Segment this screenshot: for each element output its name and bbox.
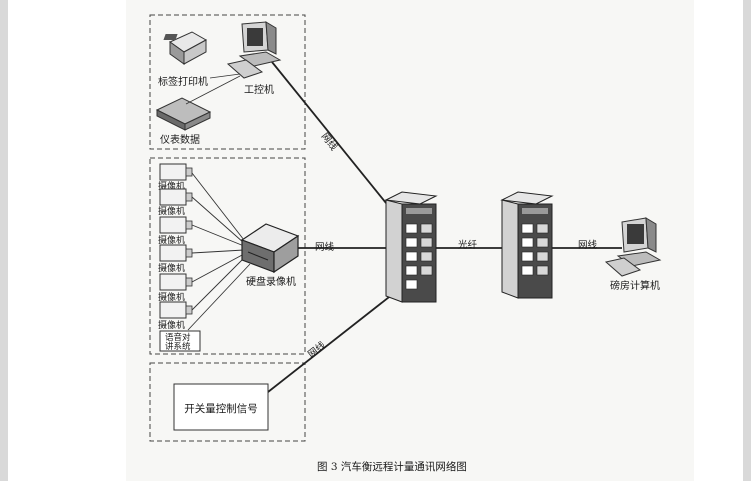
link-io-switch: [267, 289, 399, 393]
camera-icon: [159, 163, 193, 181]
weighroom-pc-label: 磅房计算机: [610, 279, 660, 292]
switch-signal-label: 开关量控制信号: [184, 402, 258, 415]
label-printer-icon: [163, 31, 208, 65]
camera-list: 摄像机 摄像机 摄像机 摄像机 摄像机 摄像机: [158, 163, 193, 331]
intercom-label-line2: 讲系统: [165, 341, 191, 352]
dvr-label: 硬盘录像机: [246, 275, 296, 288]
network-links: [267, 61, 622, 393]
link-label-dvr: 网线: [315, 241, 335, 253]
camera-icon: [159, 188, 193, 206]
link-label-weighroom: 网线: [578, 239, 598, 251]
ipc-label: 工控机: [244, 83, 274, 96]
label-printer-label: 标签打印机: [158, 75, 208, 88]
ethernet-switch-icon: [500, 191, 554, 299]
group-box-io: [149, 362, 306, 442]
camera-icon: [159, 301, 193, 319]
camera-label: 摄像机: [158, 234, 185, 246]
group-box-video: [149, 157, 306, 355]
camera-label: 摄像机: [158, 262, 185, 274]
instrument-data-icon: [155, 97, 212, 131]
camera-label: 摄像机: [158, 205, 185, 217]
camera-label: 摄像机: [158, 291, 185, 303]
weighroom-computer-icon: [604, 217, 662, 277]
intercom-box: [159, 330, 201, 352]
camera-label: 摄像机: [158, 319, 185, 331]
instrument-data-label: 仪表数据: [160, 133, 200, 146]
camera-links: [187, 172, 251, 331]
ethernet-switch-icon: [384, 191, 438, 303]
switch-signal-box: [173, 383, 269, 431]
link-label-fiber: 光纤: [458, 239, 478, 251]
link-ipc-switch: [271, 61, 387, 204]
camera-icon: [159, 273, 193, 291]
camera-icon: [159, 244, 193, 262]
intercom-label-line1: 语音对: [165, 332, 191, 343]
camera-icon: [159, 216, 193, 234]
dvr-icon: [240, 223, 300, 274]
figure-caption: 图 3 汽车衡远程计量通讯网络图: [317, 460, 467, 473]
ipc-computer-icon: [226, 21, 282, 79]
